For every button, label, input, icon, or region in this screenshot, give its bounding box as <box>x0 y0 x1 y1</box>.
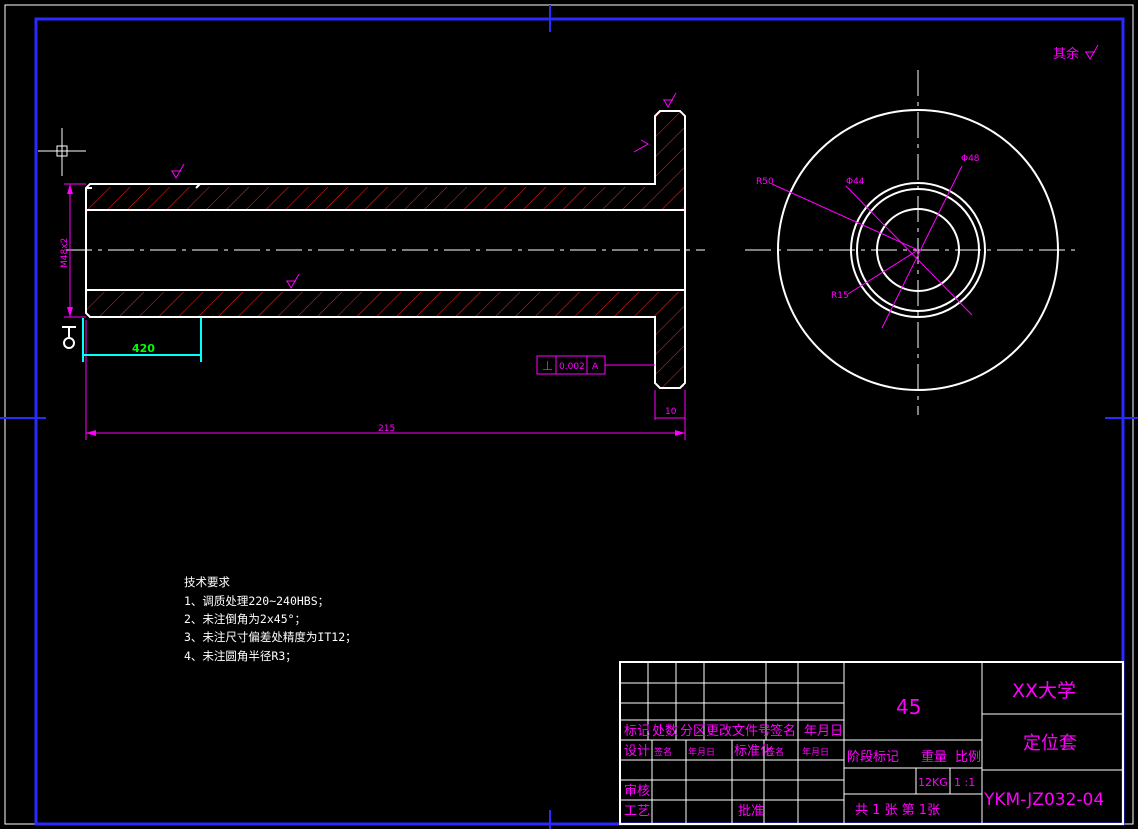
standard-date: 年月日 <box>802 746 829 758</box>
flange-thickness-label: 10 <box>665 407 677 417</box>
tech-requirements-title: 技术要求 <box>184 575 230 589</box>
weight-value: 12KG <box>918 776 948 789</box>
rev-header-2: 处数 <box>652 724 678 739</box>
tolerance-datum: A <box>592 362 599 372</box>
title-block-grid <box>619 661 1124 825</box>
r15-label: R15 <box>831 291 849 301</box>
sheet-count: 共 1 张 第 1张 <box>855 803 940 818</box>
standard-sign: 签名 <box>766 746 784 758</box>
datum-symbol <box>62 326 76 349</box>
overall-length-label: 215 <box>378 424 395 434</box>
dimension-420-lines <box>82 318 202 362</box>
tech-requirement-4: 4、未注圆角半径R3； <box>184 649 297 663</box>
tech-requirement-2: 2、未注倒角为2x45°； <box>184 612 307 626</box>
thread-dim-label: M48x2 <box>60 238 70 268</box>
length-420-label: 420 <box>132 342 155 355</box>
roughness-note: 其余 <box>1053 46 1079 62</box>
center-marks <box>0 5 1138 829</box>
school-name: XX大学 <box>1012 680 1076 702</box>
standard-label: 标准化 <box>734 744 773 759</box>
rev-header-4: 更改文件号 <box>706 724 771 739</box>
part-name: 定位套 <box>1023 733 1077 754</box>
scale-header: 比例 <box>955 750 981 765</box>
review-label: 审核 <box>624 784 650 799</box>
scale-value: 1 :1 <box>954 776 975 789</box>
border-frame <box>34 17 1125 826</box>
weight-header: 重量 <box>921 749 947 765</box>
dimension-arrows <box>67 184 685 436</box>
approve-label: 批准 <box>738 804 764 819</box>
design-date: 年月日 <box>688 746 715 758</box>
tech-requirement-1: 1、调质处理220~240HBS； <box>184 594 330 608</box>
tolerance-value: 0.002 <box>559 362 585 372</box>
outer-frame <box>4 4 1134 825</box>
material-label: 45 <box>896 695 921 719</box>
stage-header: 阶段标记 <box>847 750 899 765</box>
dia48-label: Φ48 <box>961 154 980 164</box>
rev-header-6: 年月日 <box>804 724 843 739</box>
end-view-centerlines <box>745 70 1080 415</box>
cursor-crosshair-icon <box>38 128 86 176</box>
dimension-lines <box>64 183 686 440</box>
tech-requirement-3: 3、未注尺寸偏差处精度为IT12； <box>184 630 357 644</box>
tolerance-symbol: ⊥ <box>542 359 553 374</box>
section-view <box>66 110 705 389</box>
end-view-leaders <box>771 165 973 329</box>
dia44-label: Φ44 <box>846 177 865 187</box>
rev-header-5: 签名 <box>770 723 796 739</box>
r50-label: R50 <box>756 177 774 187</box>
rev-header-3: 分区 <box>680 724 706 739</box>
drawing-number: YKM-JZ032-04 <box>983 790 1104 810</box>
rev-header-1: 标记 <box>624 724 650 739</box>
design-sign: 签名 <box>654 746 672 758</box>
tolerance-frame <box>536 355 606 375</box>
process-label: 工艺 <box>624 804 650 819</box>
roughness-symbols <box>171 44 1099 290</box>
design-label: 设计 <box>624 744 650 759</box>
